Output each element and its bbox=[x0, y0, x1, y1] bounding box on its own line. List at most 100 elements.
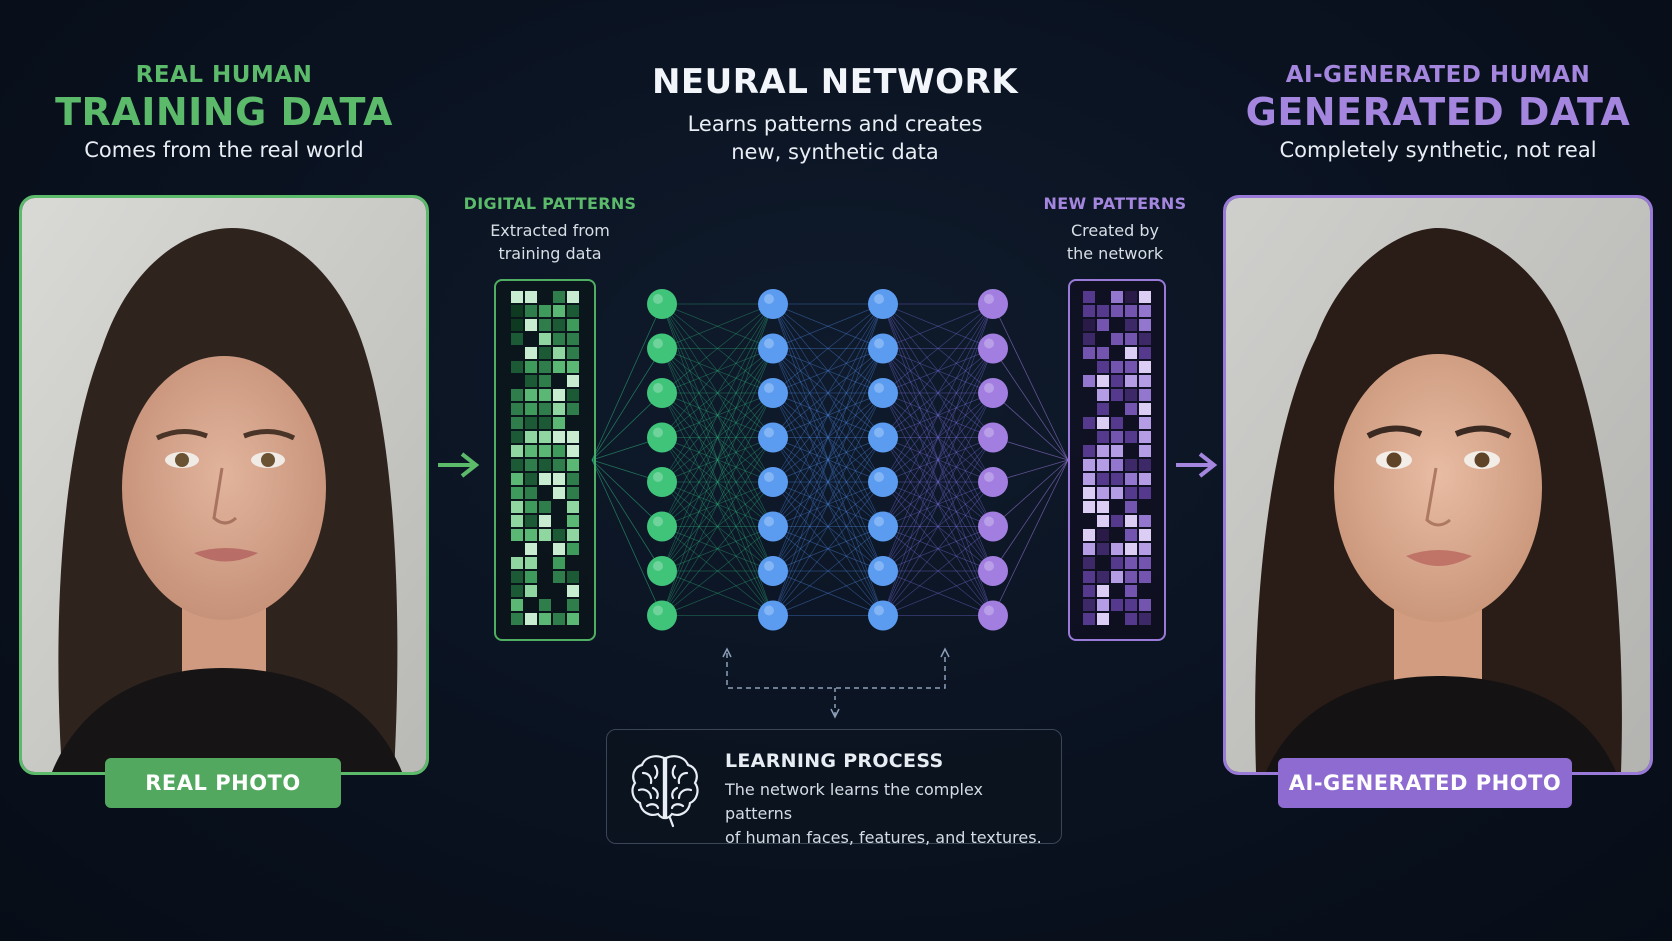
pattern-cell bbox=[539, 445, 551, 457]
pattern-cell bbox=[1111, 487, 1123, 499]
network-edge bbox=[772, 526, 884, 572]
network-edge bbox=[661, 348, 774, 438]
pattern-cell bbox=[525, 403, 537, 415]
pattern-cell bbox=[567, 403, 579, 415]
pattern-cell bbox=[1111, 473, 1123, 485]
right-eyebrow: AI-GENERATED HUMAN bbox=[1285, 62, 1591, 88]
network-edge bbox=[661, 437, 774, 527]
network-node bbox=[978, 556, 1008, 586]
pattern-cell bbox=[1139, 557, 1151, 569]
pattern-cell bbox=[511, 515, 523, 527]
network-node bbox=[758, 289, 788, 319]
network-node bbox=[647, 511, 677, 542]
network-edge bbox=[882, 303, 994, 438]
pattern-cell bbox=[1125, 319, 1137, 331]
pattern-cell bbox=[553, 557, 565, 569]
pattern-cell bbox=[511, 417, 523, 429]
pattern-cell bbox=[511, 403, 523, 415]
network-edge bbox=[661, 481, 774, 616]
pattern-cell bbox=[567, 585, 579, 597]
network-edge bbox=[772, 348, 884, 394]
pattern-cell bbox=[511, 473, 523, 485]
network-edge bbox=[661, 526, 774, 572]
network-edge bbox=[882, 348, 994, 483]
network-edge bbox=[661, 303, 774, 483]
network-edge bbox=[661, 392, 774, 438]
network-edge bbox=[661, 348, 774, 616]
network-edge bbox=[772, 526, 884, 572]
pattern-cell bbox=[511, 585, 523, 597]
network-node bbox=[758, 556, 788, 586]
network-node-highlight bbox=[764, 338, 774, 349]
learning-process-title: LEARNING PROCESS bbox=[725, 750, 944, 772]
network-edge bbox=[882, 303, 994, 394]
pattern-cell bbox=[1139, 375, 1151, 387]
pattern-cell bbox=[553, 361, 565, 373]
network-edge bbox=[992, 459, 1069, 527]
network-edge bbox=[772, 303, 884, 394]
network-edge bbox=[882, 348, 994, 616]
pattern-cell bbox=[539, 515, 551, 527]
pattern-cell bbox=[567, 501, 579, 513]
network-edge bbox=[772, 303, 884, 349]
network-edge bbox=[661, 348, 774, 438]
pattern-cell bbox=[1111, 445, 1123, 457]
network-node-highlight bbox=[984, 605, 994, 616]
network-edge bbox=[661, 303, 774, 349]
pattern-cell bbox=[525, 291, 537, 303]
pattern-cell bbox=[553, 459, 565, 471]
network-edge bbox=[661, 437, 774, 527]
network-edge bbox=[661, 392, 774, 483]
pattern-cell bbox=[1111, 389, 1123, 401]
network-edge bbox=[772, 437, 884, 572]
network-node bbox=[647, 600, 677, 631]
pattern-cell bbox=[1125, 599, 1137, 611]
network-node-highlight bbox=[874, 472, 884, 482]
pattern-cell bbox=[1125, 431, 1137, 443]
pattern-cell bbox=[1139, 347, 1151, 359]
network-edge bbox=[772, 526, 884, 616]
network-node-highlight bbox=[764, 561, 774, 571]
network-node bbox=[758, 333, 788, 364]
network-node-highlight bbox=[984, 561, 994, 571]
pattern-cell bbox=[525, 501, 537, 513]
network-node-highlight bbox=[874, 516, 884, 527]
network-edge bbox=[772, 437, 884, 527]
pattern-cell bbox=[1083, 333, 1095, 345]
pattern-cell bbox=[1111, 375, 1123, 387]
pattern-cell bbox=[511, 501, 523, 513]
network-edge bbox=[772, 392, 884, 438]
network-node-highlight bbox=[874, 427, 884, 438]
pattern-cell bbox=[511, 529, 523, 541]
pattern-cell bbox=[1083, 529, 1095, 541]
pattern-cell bbox=[1139, 319, 1151, 331]
pattern-cell bbox=[1083, 487, 1095, 499]
network-edge bbox=[992, 392, 1069, 461]
pattern-cell bbox=[1139, 543, 1151, 555]
network-edge bbox=[661, 570, 774, 616]
network-edge bbox=[882, 437, 994, 572]
network-edge bbox=[882, 526, 994, 572]
pattern-cell bbox=[525, 515, 537, 527]
pattern-cell bbox=[511, 459, 523, 471]
pattern-cell bbox=[525, 459, 537, 471]
network-edge bbox=[882, 348, 994, 616]
pattern-cell bbox=[511, 487, 523, 499]
network-edge bbox=[772, 570, 884, 616]
network-edge bbox=[661, 348, 774, 572]
network-edge bbox=[661, 526, 774, 616]
network-node bbox=[758, 422, 788, 453]
pattern-cell bbox=[1083, 445, 1095, 457]
learning-process-text: The network learns the complex patterns … bbox=[725, 778, 1055, 850]
network-edge bbox=[882, 348, 994, 483]
pattern-cell bbox=[525, 613, 537, 625]
network-edge bbox=[661, 303, 774, 394]
pattern-cell bbox=[1097, 375, 1109, 387]
network-edge bbox=[882, 348, 994, 527]
network-edge bbox=[772, 303, 884, 438]
network-node bbox=[978, 600, 1008, 631]
pattern-cell bbox=[553, 333, 565, 345]
arrow-right-icon bbox=[1176, 452, 1218, 478]
network-edge bbox=[882, 437, 994, 527]
pattern-cell bbox=[1125, 515, 1137, 527]
